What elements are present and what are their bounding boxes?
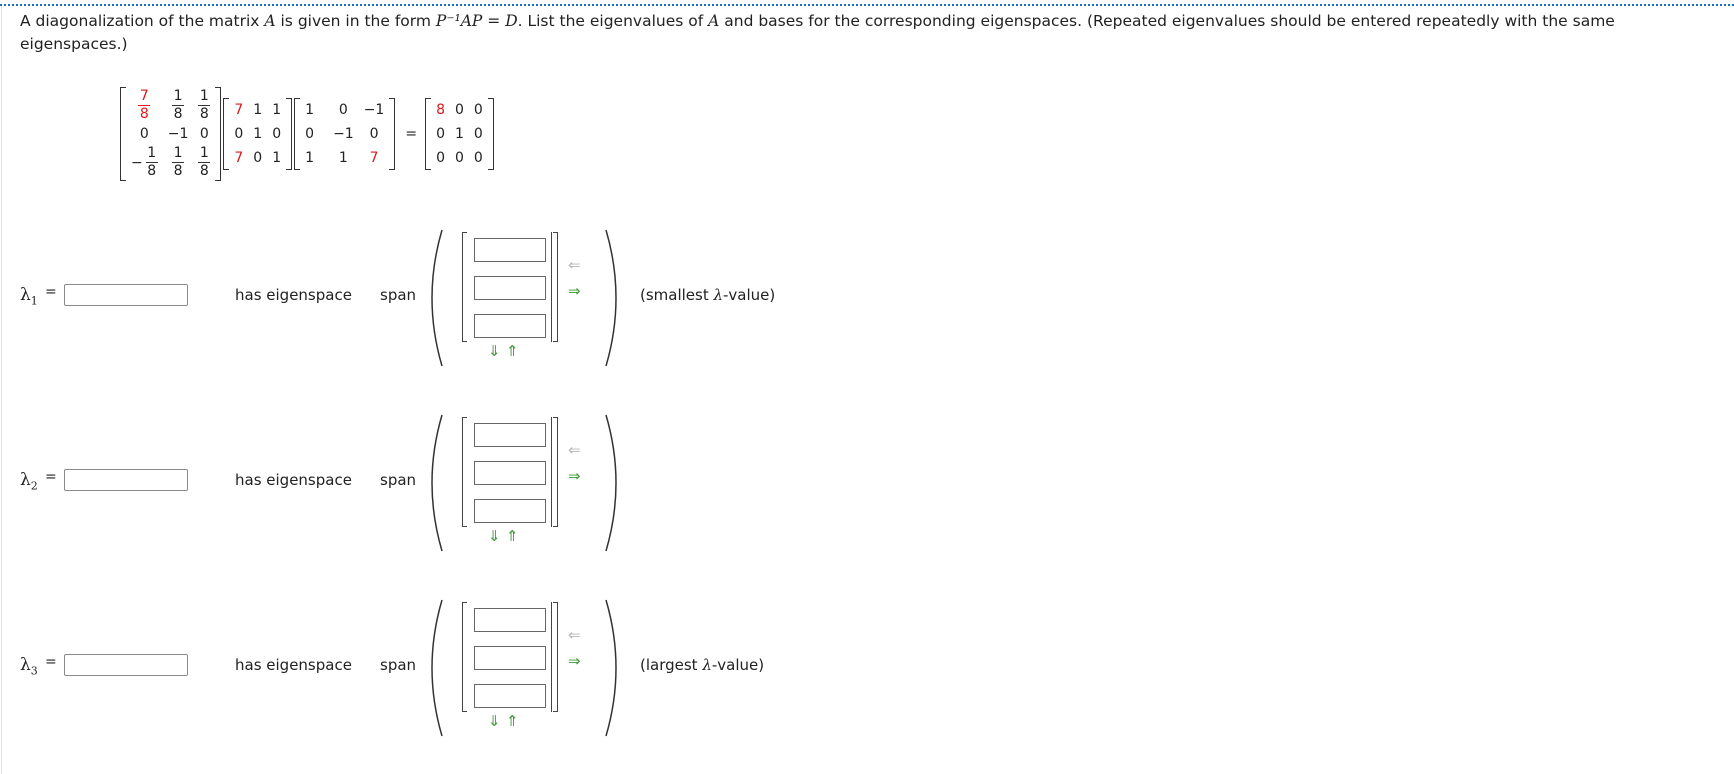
basis-vector-matrix [462, 232, 558, 342]
vector-entry-input[interactable] [474, 684, 546, 708]
equals-sign: = [405, 126, 418, 142]
eigenvalue-note: (smallest λ-value) [640, 286, 776, 304]
left-paren [431, 229, 443, 367]
arrow-up-icon[interactable]: ⇑ [506, 342, 519, 360]
lambda-label: λ2 [20, 470, 38, 493]
matrix-cell: 0 [139, 126, 149, 142]
lambda-label: λ3 [20, 655, 38, 678]
left-border [1, 6, 2, 774]
vector-entry-input[interactable] [474, 608, 546, 632]
arrow-down-icon[interactable]: ⇓ [488, 712, 501, 730]
arrow-left-icon[interactable]: ⇐ [568, 626, 581, 644]
eigen-row-2: λ2 = has eigenspace span ⇐ ⇒ ⇓ ⇑ [0, 413, 1000, 553]
right-paren [605, 229, 617, 367]
matrix-cell: −1 [167, 126, 189, 142]
equals-sign: = [45, 469, 57, 485]
arrow-left-icon[interactable]: ⇐ [568, 441, 581, 459]
basis-vector-matrix [462, 602, 558, 712]
vector-entry-input[interactable] [474, 646, 546, 670]
matrix-cell: 0 [199, 126, 209, 142]
vector-entry-input[interactable] [474, 423, 546, 447]
arrow-down-icon[interactable]: ⇓ [488, 342, 501, 360]
question-prompt: A diagonalization of the matrix A is giv… [20, 12, 1615, 53]
arrow-right-icon[interactable]: ⇒ [568, 652, 581, 670]
arrow-down-icon[interactable]: ⇓ [488, 527, 501, 545]
vector-entry-input[interactable] [474, 499, 546, 523]
span-label: span [380, 471, 417, 489]
vector-entry-input[interactable] [474, 276, 546, 300]
eigenvalue-note: (largest λ-value) [640, 656, 765, 674]
eigen-row-3: λ3 = has eigenspace span ⇐ ⇒ ⇓ ⇑ (larges… [0, 598, 1000, 738]
arrow-up-icon[interactable]: ⇑ [506, 712, 519, 730]
minus-sign: − [131, 154, 143, 171]
eigenvalue-input[interactable] [64, 654, 188, 676]
right-paren [605, 414, 617, 552]
has-eigenspace-label: has eigenspace [235, 471, 352, 489]
span-label: span [380, 656, 417, 674]
vector-entry-input[interactable] [474, 238, 546, 262]
arrow-right-icon[interactable]: ⇒ [568, 282, 581, 300]
eigenvalue-input[interactable] [64, 284, 188, 306]
span-label: span [380, 286, 417, 304]
vector-entry-input[interactable] [474, 461, 546, 485]
top-dotted-rule [0, 4, 1734, 6]
arrow-up-icon[interactable]: ⇑ [506, 527, 519, 545]
basis-vector-matrix [462, 417, 558, 527]
arrow-left-icon[interactable]: ⇐ [568, 256, 581, 274]
left-paren [431, 599, 443, 737]
right-paren [605, 599, 617, 737]
vector-entry-input[interactable] [474, 314, 546, 338]
eigenvalue-input[interactable] [64, 469, 188, 491]
left-paren [431, 414, 443, 552]
lambda-label: λ1 [20, 285, 38, 308]
equals-sign: = [45, 654, 57, 670]
eigen-row-1: λ1 = has eigenspace span ⇐ ⇒ ⇓ ⇑ (smalle… [0, 228, 1000, 368]
has-eigenspace-label: has eigenspace [235, 286, 352, 304]
equals-sign: = [45, 284, 57, 300]
has-eigenspace-label: has eigenspace [235, 656, 352, 674]
arrow-right-icon[interactable]: ⇒ [568, 467, 581, 485]
